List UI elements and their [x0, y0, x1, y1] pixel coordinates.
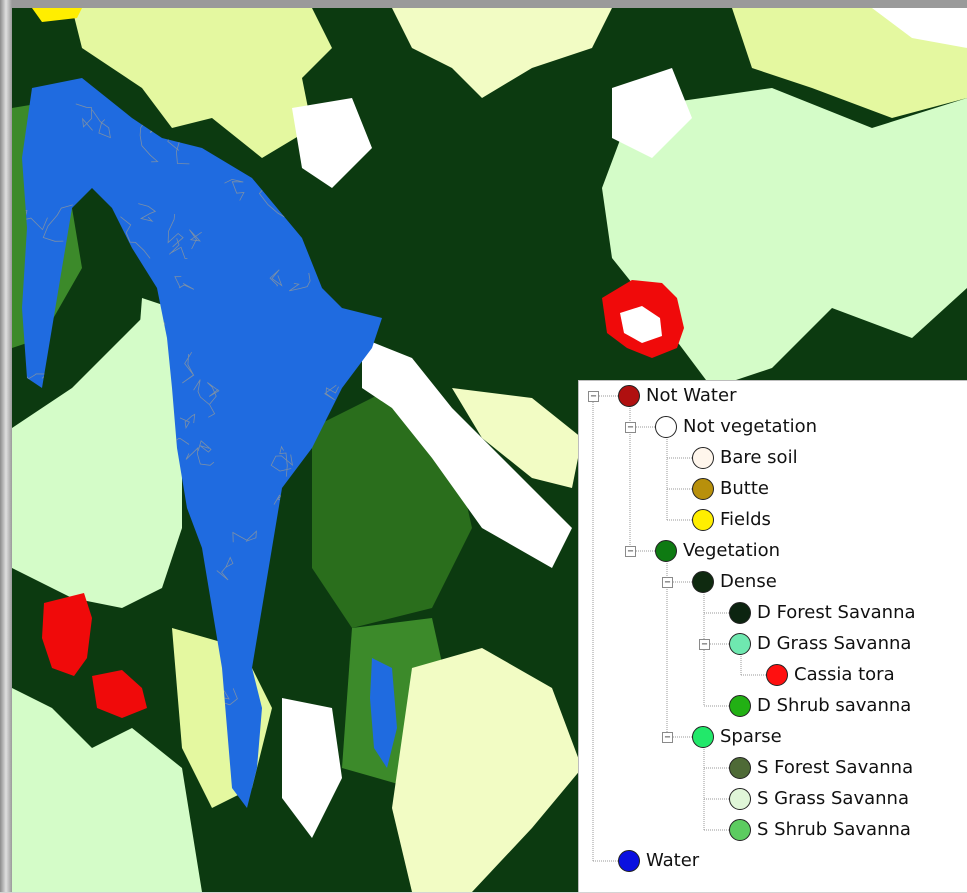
water-texture-line — [120, 216, 151, 259]
water-texture-line — [139, 118, 159, 163]
map-region-water — [22, 78, 382, 808]
collapse-toggle-icon[interactable]: − — [699, 639, 710, 650]
water-texture-line — [269, 269, 283, 287]
pale-green-circle-icon — [729, 788, 751, 810]
water-texture-line — [182, 351, 195, 384]
water-texture-line — [75, 103, 93, 131]
map-region-bare-in-cassia — [620, 306, 662, 343]
map-region-pale-north — [392, 8, 612, 98]
bright-red-circle-icon — [766, 664, 788, 686]
water-texture-line — [42, 204, 73, 242]
legend-item-label[interactable]: Dense — [720, 571, 777, 592]
water-texture-line — [232, 530, 257, 543]
water-texture-line — [185, 446, 215, 466]
water-texture-line — [91, 109, 111, 139]
water-texture-line — [169, 238, 188, 260]
very-dark-green-circle-icon — [729, 602, 751, 624]
medium-green-circle-icon — [729, 819, 751, 841]
collapse-toggle-icon[interactable]: − — [625, 546, 636, 557]
olive-circle-icon — [729, 757, 751, 779]
water-texture-line — [174, 276, 195, 290]
legend-item-label[interactable]: S Shrub Savanna — [757, 819, 911, 840]
lime-green-circle-icon — [729, 695, 751, 717]
legend-item-label[interactable]: Fields — [720, 509, 771, 530]
water-texture-line — [167, 213, 184, 248]
map-region-cassia-w2 — [92, 670, 147, 718]
legend-item-label[interactable]: S Forest Savanna — [757, 757, 914, 778]
legend-item-label[interactable]: Sparse — [720, 726, 782, 747]
dark-green-circle-icon — [692, 571, 714, 593]
water-texture-line — [224, 178, 245, 201]
legend-item-label[interactable]: D Shrub savanna — [757, 695, 912, 716]
collapse-toggle-icon[interactable]: − — [662, 732, 673, 743]
legend-item-label[interactable]: D Forest Savanna — [757, 602, 916, 623]
water-texture-line — [138, 203, 157, 222]
collapse-toggle-icon[interactable]: − — [625, 422, 636, 433]
legend-item-label[interactable]: Water — [646, 850, 700, 871]
legend-item-label[interactable]: Bare soil — [720, 447, 798, 468]
map-region-pale-south — [392, 648, 582, 892]
map-region-cassia-w1 — [42, 593, 92, 676]
yellow-circle-icon — [692, 509, 714, 531]
collapse-toggle-icon[interactable]: − — [662, 577, 673, 588]
spring-green-circle-icon — [692, 726, 714, 748]
ochre-circle-icon — [692, 478, 714, 500]
map-region-bare-south — [282, 698, 342, 838]
blue-circle-icon — [618, 850, 640, 872]
white-circle-icon — [655, 416, 677, 438]
water-texture-line — [216, 556, 234, 581]
map-region-fields-nw — [32, 8, 82, 22]
collapse-toggle-icon[interactable]: − — [588, 391, 599, 402]
map-region-grass-central — [132, 298, 177, 478]
water-texture-line — [193, 379, 216, 418]
legend-item-label[interactable]: Cassia tora — [794, 664, 895, 685]
map-region-bare-north — [292, 98, 372, 188]
map-region-bare-center — [362, 338, 572, 568]
map-region-grass-south — [12, 688, 202, 892]
map-region-bare-ne — [872, 8, 967, 48]
water-texture-line — [288, 272, 311, 292]
red-circle-icon — [618, 385, 640, 407]
legend-item-label[interactable]: Vegetation — [683, 540, 781, 561]
legend-item-label[interactable]: Not vegetation — [683, 416, 818, 437]
legend-item-label[interactable]: Butte — [720, 478, 769, 499]
cream-circle-icon — [692, 447, 714, 469]
water-texture-line — [207, 382, 220, 405]
map-region-water-east — [370, 658, 397, 768]
water-texture-line — [197, 440, 212, 453]
water-texture-line — [189, 229, 202, 250]
mint-circle-icon — [729, 633, 751, 655]
map-region-grass-north — [72, 8, 332, 158]
water-texture-line — [270, 454, 293, 472]
water-texture-line — [279, 445, 288, 477]
map-region-pale-center — [452, 388, 582, 488]
green-circle-icon — [655, 540, 677, 562]
water-texture-line — [324, 384, 339, 401]
map-region-bare-right — [612, 68, 692, 158]
legend-item-label[interactable]: D Grass Savanna — [757, 633, 912, 654]
legend-item-label[interactable]: Not Water — [646, 385, 737, 406]
map-region-grass-east — [602, 88, 967, 388]
map-region-yellow-east — [732, 8, 967, 118]
water-texture-line — [179, 413, 196, 429]
legend-item-label[interactable]: S Grass Savanna — [757, 788, 909, 809]
